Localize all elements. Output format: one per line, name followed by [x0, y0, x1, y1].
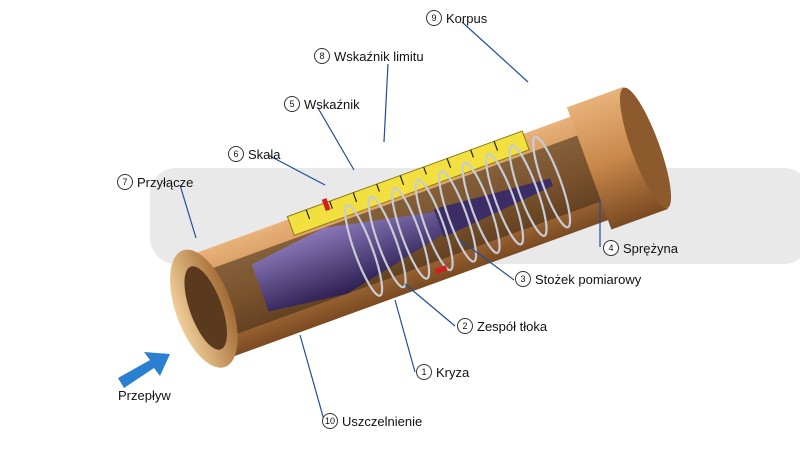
- label-wskaznik-limitu: 8 Wskaźnik limitu: [314, 48, 424, 64]
- label-przylacze: 7 Przyłącze: [117, 174, 193, 190]
- label-skala: 6 Skala: [228, 146, 281, 162]
- flow-arrow-icon: [118, 352, 170, 388]
- label-sprezyna: 4 Sprężyna: [603, 240, 678, 256]
- label-korpus: 9 Korpus: [426, 10, 487, 26]
- flow-label: Przepływ: [118, 388, 171, 403]
- label-kryza: 1 Kryza: [416, 364, 469, 380]
- label-wskaznik: 5 Wskaźnik: [284, 96, 360, 112]
- label-zespol-tloka: 2 Zespół tłoka: [457, 318, 547, 334]
- label-uszczelnienie: 10 Uszczelnienie: [322, 413, 422, 429]
- label-stozek-pomiarowy: 3 Stożek pomiarowy: [515, 271, 641, 287]
